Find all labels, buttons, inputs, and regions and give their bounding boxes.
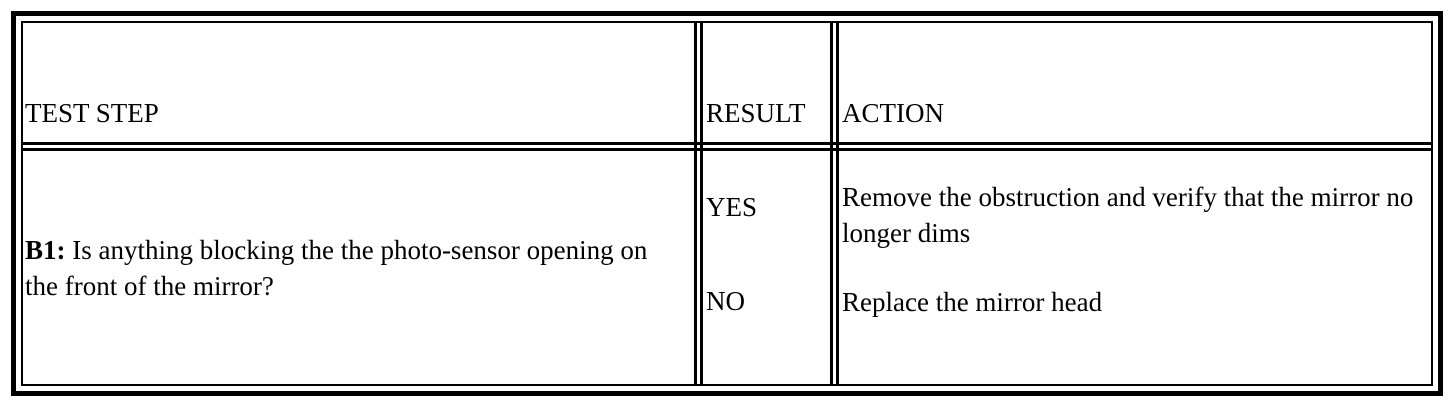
column-header-action: ACTION (842, 21, 1433, 142)
action-for-no: Replace the mirror head (842, 287, 1103, 317)
table-outer-border (11, 11, 1443, 396)
column-header-action-label: ACTION (842, 98, 944, 129)
result-value-no: NO (706, 286, 745, 316)
table-cell-test-step: B1: Is anything blocking the the photo-s… (25, 151, 694, 386)
column-header-test-step: TEST STEP (25, 21, 694, 142)
table-cell-action: Remove the obstruction and verify that t… (842, 151, 1433, 386)
table-inner-border (21, 21, 1433, 386)
test-step-question: Is anything blocking the the photo-senso… (25, 234, 648, 301)
column-header-result-label: RESULT (706, 98, 806, 129)
table-grid: TEST STEP RESULT ACTION B1: Is anything … (21, 21, 1433, 386)
table-cell-result: YES NO (706, 151, 830, 386)
table-column-divider-result-action (830, 21, 839, 386)
result-value-yes: YES (706, 192, 758, 222)
test-step-id: B1: (25, 234, 66, 265)
test-step-text: B1: Is anything blocking the the photo-s… (25, 233, 684, 304)
action-for-yes: Remove the obstruction and verify that t… (842, 182, 1414, 249)
column-header-result: RESULT (706, 21, 830, 142)
table-column-divider-teststep-result (694, 21, 703, 386)
result-value-list: YES NO (706, 151, 830, 386)
table-header-body-divider (21, 142, 1433, 151)
action-list: Remove the obstruction and verify that t… (842, 151, 1433, 386)
column-header-test-step-label: TEST STEP (25, 98, 159, 129)
